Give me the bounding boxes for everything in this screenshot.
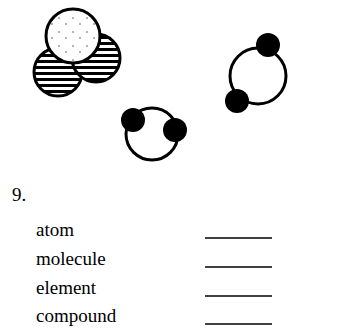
term-label: compound [36,306,116,325]
compound-cluster [34,9,120,96]
question-number: 9. [12,185,26,204]
term-label: molecule [36,249,106,268]
term-label: element [36,278,96,297]
diatomic-molecule [225,33,286,113]
answer-blank [205,238,272,324]
diatomic-molecule [121,108,187,160]
term-label: atom [36,220,74,239]
